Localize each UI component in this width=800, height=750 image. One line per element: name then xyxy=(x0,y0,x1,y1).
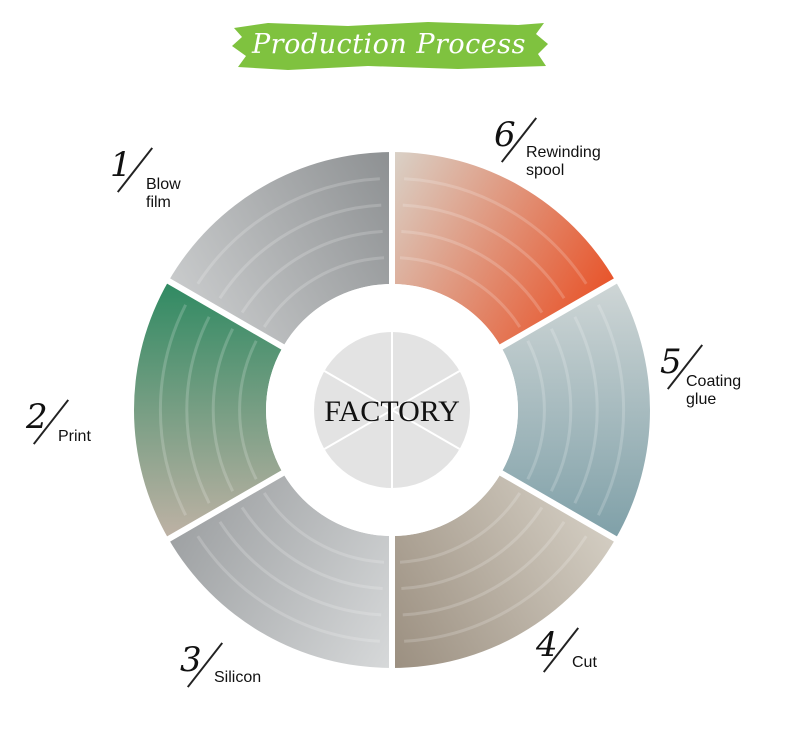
segment-texture-line xyxy=(218,203,382,300)
segment-photo-step-4 xyxy=(392,473,616,668)
segment-gap-line xyxy=(163,276,287,351)
segment-texture-line xyxy=(402,520,566,617)
banner-brush-shape xyxy=(232,22,548,70)
segment-texture-line xyxy=(262,256,385,328)
segment-texture-line xyxy=(211,328,235,492)
segment-texture-line xyxy=(240,229,383,314)
segment-texture-line xyxy=(262,492,385,564)
step-5-label: Coating glue xyxy=(686,373,742,408)
segment-texture-line xyxy=(399,492,522,564)
segment-texture-line xyxy=(549,328,573,492)
segment-texture-line xyxy=(597,304,626,516)
segment-texture-line xyxy=(196,177,380,285)
segment-gap-line xyxy=(497,276,621,351)
segment-texture-line xyxy=(240,506,383,591)
wheel-gap-lines xyxy=(163,148,621,672)
step-4-number: 4 xyxy=(536,625,558,665)
page-title: Production Process xyxy=(252,29,526,60)
segment-texture-line xyxy=(404,535,588,643)
step-1-number: 1 xyxy=(110,145,132,185)
center-divider-lines xyxy=(323,332,461,488)
segment-photo-step-2 xyxy=(134,281,283,539)
segment-texture-line xyxy=(401,229,544,314)
step-6-number: 6 xyxy=(494,115,516,155)
step-3-label: Silicon xyxy=(214,669,262,686)
segment-texture-line xyxy=(573,316,599,504)
segment-photo-step-5 xyxy=(501,281,650,539)
segment-texture-line xyxy=(404,177,588,285)
segment-texture-line xyxy=(158,304,187,516)
center-label: FACTORY xyxy=(324,395,460,428)
segment-texture-line xyxy=(185,316,211,504)
segment-texture-line xyxy=(218,520,382,617)
segment-texture-line xyxy=(401,506,544,591)
step-5-number: 5 xyxy=(660,342,682,382)
segment-texture-line xyxy=(526,340,546,480)
title-banner: Production Process xyxy=(228,20,550,72)
step-3-number: 3 xyxy=(180,640,202,680)
step-4-label: Cut xyxy=(572,654,597,671)
segment-photo-step-1 xyxy=(168,152,392,347)
segment-photo-step-3 xyxy=(168,473,392,668)
step-2-label: Print xyxy=(58,428,91,445)
segment-texture-line xyxy=(238,340,258,480)
center-divider-line xyxy=(391,370,461,411)
segment-gap-line xyxy=(497,469,621,544)
segment-texture-line xyxy=(196,535,380,643)
step-1-label: Blow film xyxy=(146,176,181,211)
step-6-label: Rewinding spool xyxy=(526,144,601,179)
segment-texture-line xyxy=(399,256,522,328)
center-divider-line xyxy=(323,370,393,411)
center-divider-line xyxy=(391,409,461,450)
step-2-number: 2 xyxy=(26,397,48,437)
wheel-segments xyxy=(134,152,650,668)
center-divider-line xyxy=(323,409,393,450)
segment-texture-line xyxy=(402,203,566,300)
segment-gap-line xyxy=(163,469,287,544)
segment-photo-step-6 xyxy=(392,152,616,347)
